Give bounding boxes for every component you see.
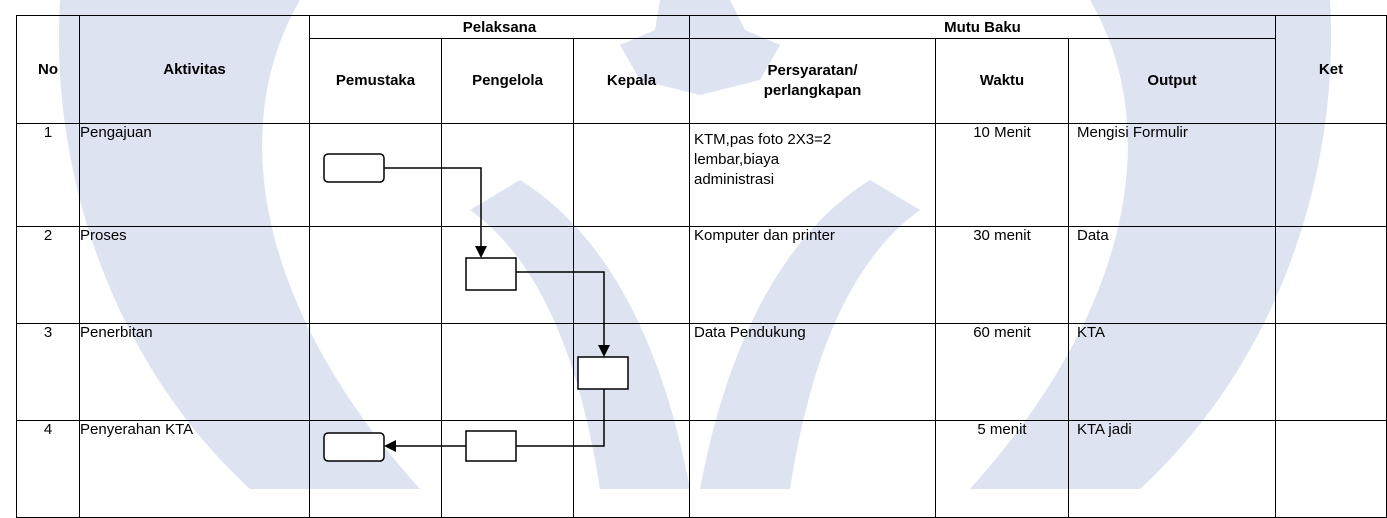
- header-pemustaka: Pemustaka: [309, 38, 442, 124]
- row-waktu: 30 menit: [935, 226, 1069, 324]
- row-ket: [1275, 323, 1387, 421]
- row-persyaratan-line3: administrasi: [694, 171, 775, 188]
- header-aktivitas: Aktivitas: [79, 15, 310, 124]
- row-pemustaka-cell: [309, 123, 442, 227]
- row-aktivitas: Proses: [79, 226, 310, 324]
- row-persyaratan: Komputer dan printer: [689, 226, 936, 324]
- header-no: No: [16, 15, 80, 124]
- row-waktu: 60 menit: [935, 323, 1069, 421]
- row-persyaratan-line2: lembar,biaya: [694, 151, 780, 168]
- row-aktivitas: Penyerahan KTA: [79, 420, 310, 518]
- row-pemustaka-cell: [309, 420, 442, 518]
- table-row: 2 Proses Komputer dan printer 30 menit D…: [16, 226, 1387, 324]
- header-kepala: Kepala: [573, 38, 690, 124]
- row-persyaratan: Data Pendukung: [689, 323, 936, 421]
- row-pengelola-cell: [441, 226, 574, 324]
- header-waktu: Waktu: [935, 38, 1069, 124]
- row-no: 3: [16, 323, 80, 421]
- table-row: 1 Pengajuan KTM,pas foto 2X3=2 lembar,bi…: [16, 123, 1387, 227]
- table-row: 3 Penerbitan Data Pendukung 60 menit KTA: [16, 323, 1387, 421]
- row-pengelola-cell: [441, 420, 574, 518]
- table-row: 4 Penyerahan KTA 5 menit KTA jadi: [16, 420, 1387, 518]
- row-output: Mengisi Formulir: [1068, 123, 1276, 227]
- row-persyaratan: KTM,pas foto 2X3=2 lembar,biaya administ…: [689, 123, 936, 227]
- row-output: KTA jadi: [1068, 420, 1276, 518]
- row-kepala-cell: [573, 420, 690, 518]
- row-kepala-cell: [573, 226, 690, 324]
- row-kepala-cell: [573, 123, 690, 227]
- row-ket: [1275, 420, 1387, 518]
- header-persyaratan-line1: Persyaratan/: [767, 62, 858, 79]
- row-ket: [1275, 226, 1387, 324]
- row-pemustaka-cell: [309, 323, 442, 421]
- sop-table: No Aktivitas Pelaksana Mutu Baku Ket Pem…: [16, 15, 1387, 518]
- row-ket: [1275, 123, 1387, 227]
- row-no: 2: [16, 226, 80, 324]
- row-pengelola-cell: [441, 323, 574, 421]
- header-pelaksana: Pelaksana: [309, 15, 690, 39]
- header-pengelola: Pengelola: [441, 38, 574, 124]
- row-aktivitas: Penerbitan: [79, 323, 310, 421]
- header-ket: Ket: [1275, 15, 1387, 124]
- row-no: 4: [16, 420, 80, 518]
- row-no: 1: [16, 123, 80, 227]
- header-output: Output: [1068, 38, 1276, 124]
- row-kepala-cell: [573, 323, 690, 421]
- row-output: KTA: [1068, 323, 1276, 421]
- row-pemustaka-cell: [309, 226, 442, 324]
- row-output: Data: [1068, 226, 1276, 324]
- row-waktu: 10 Menit: [935, 123, 1069, 227]
- header-persyaratan: Persyaratan/ perlangkapan: [689, 38, 936, 124]
- row-waktu: 5 menit: [935, 420, 1069, 518]
- row-pengelola-cell: [441, 123, 574, 227]
- row-persyaratan: [689, 420, 936, 518]
- row-aktivitas: Pengajuan: [79, 123, 310, 227]
- header-mutu-baku: Mutu Baku: [689, 15, 1276, 39]
- header-persyaratan-line2: perlangkapan: [763, 82, 862, 99]
- row-persyaratan-line1: KTM,pas foto 2X3=2: [694, 131, 832, 148]
